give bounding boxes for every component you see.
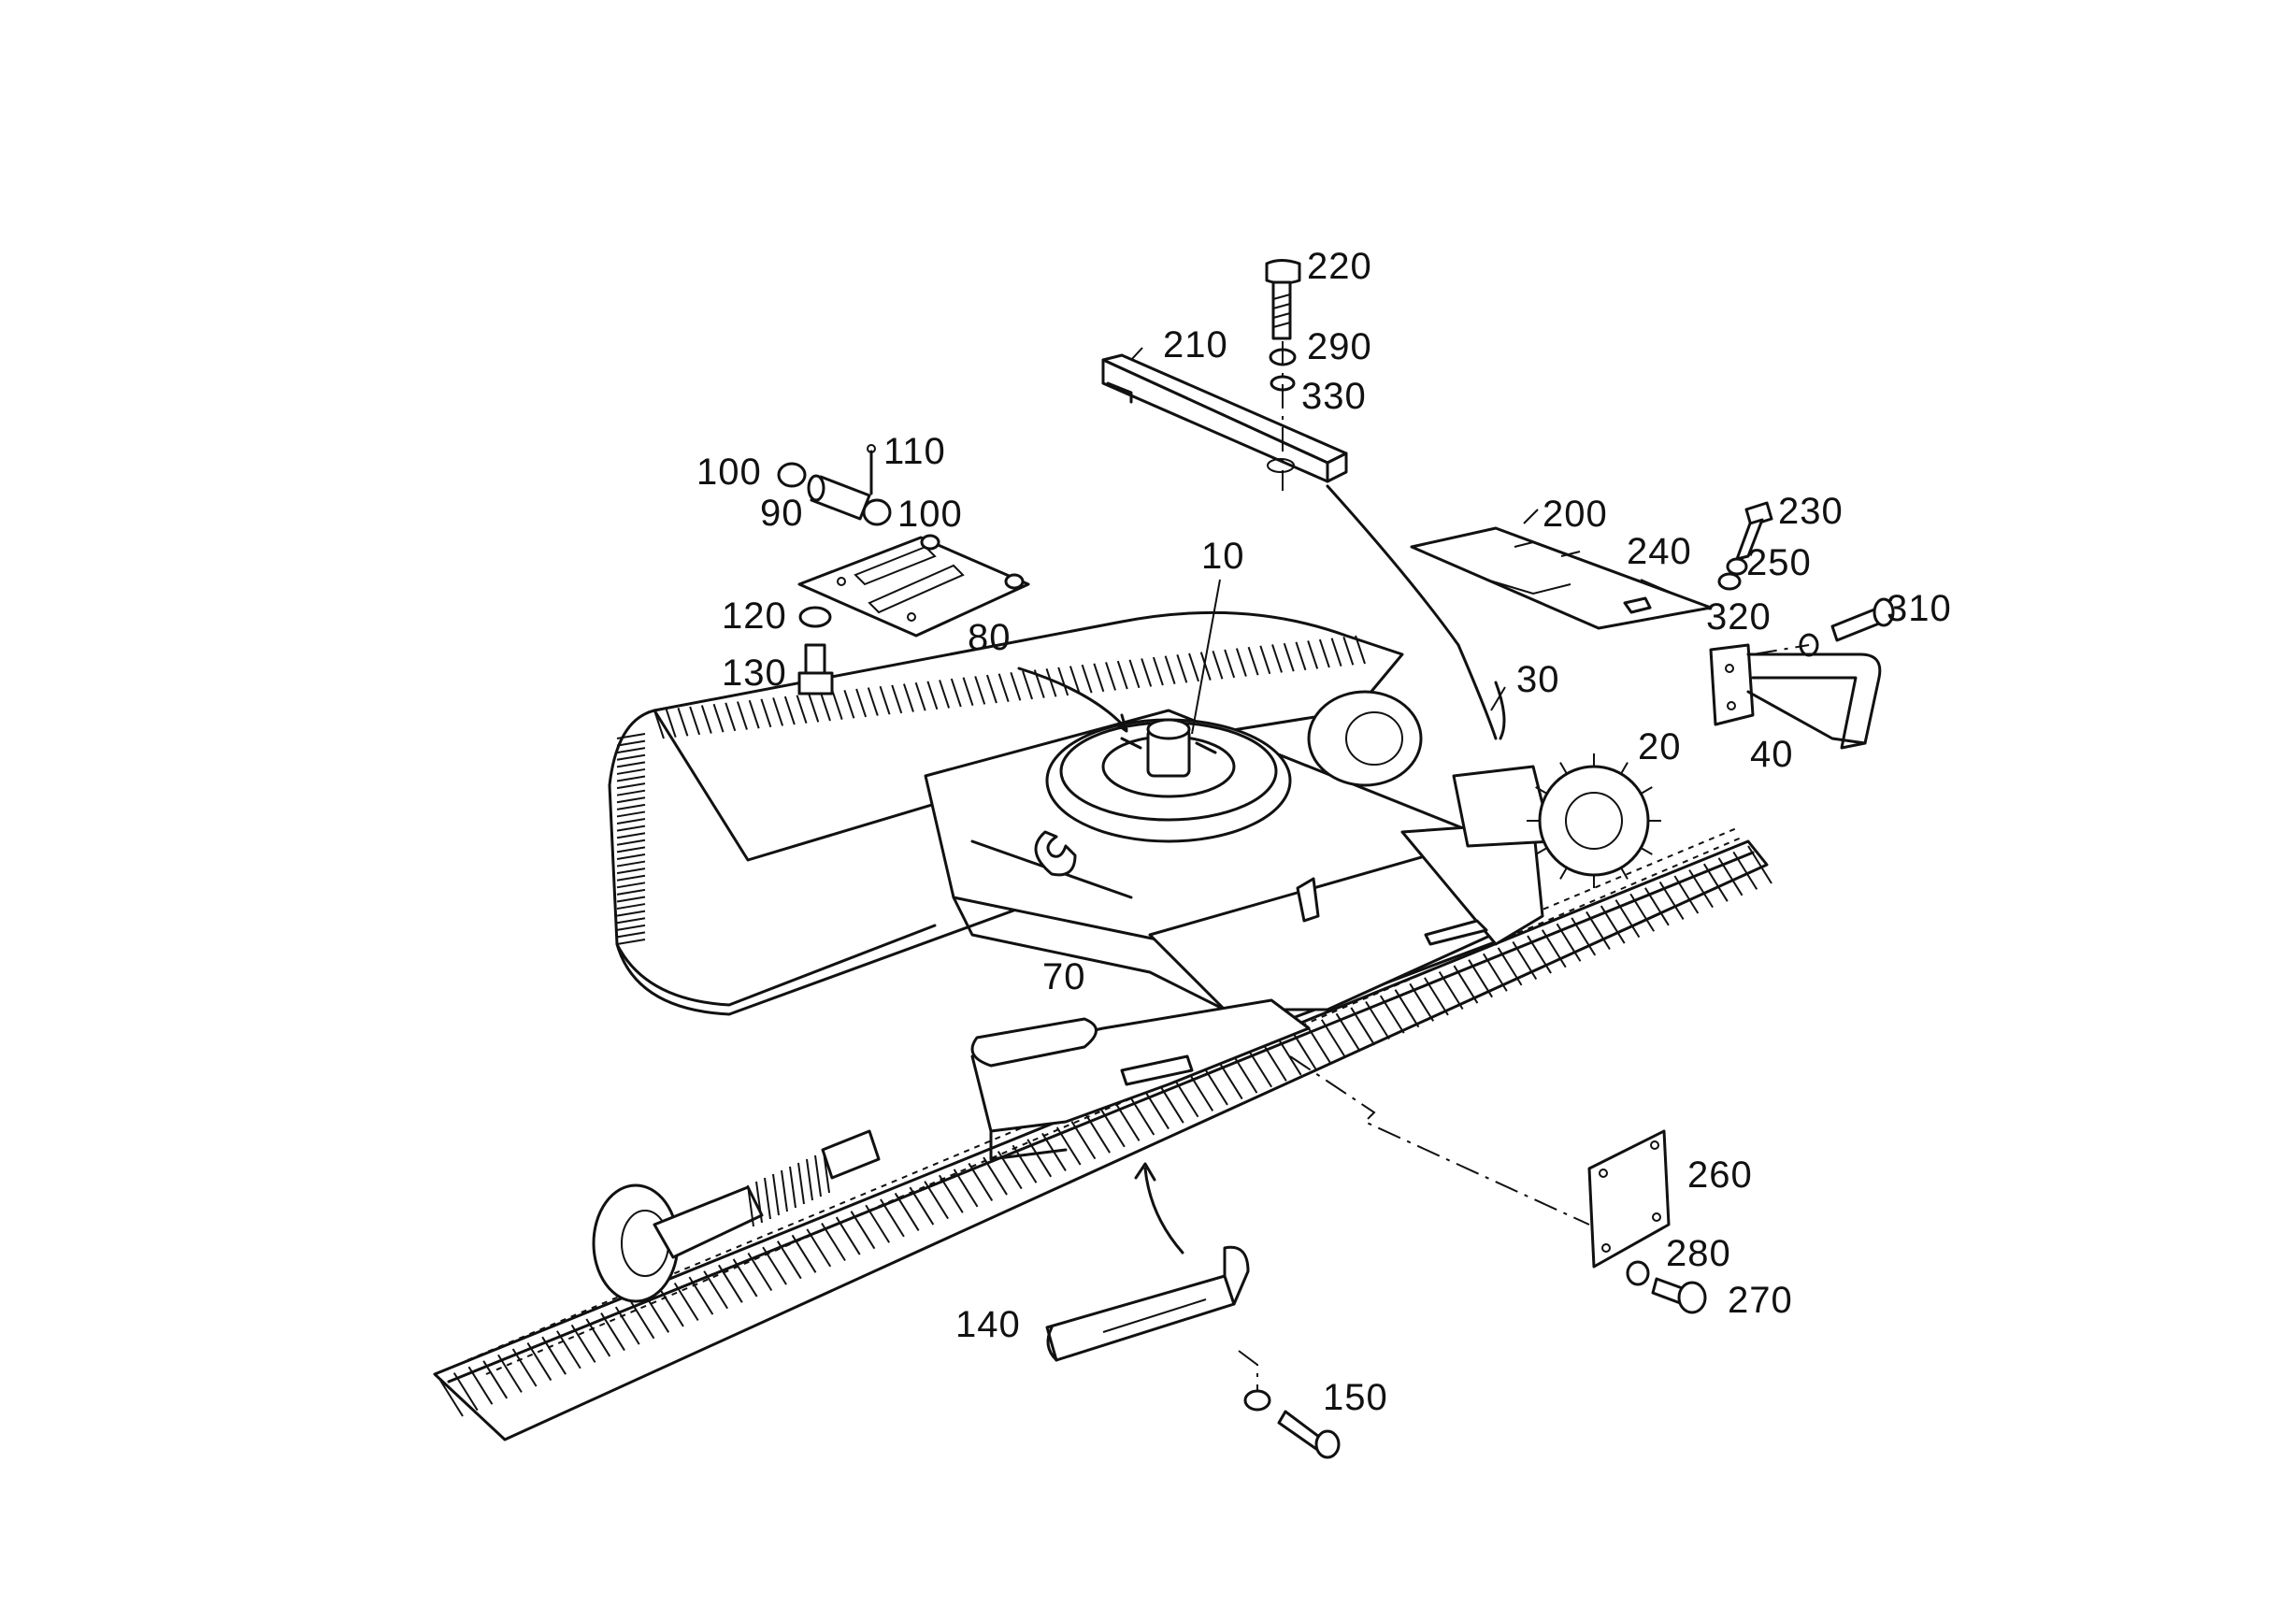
part-130-bolt	[797, 643, 834, 695]
label-120: 120	[722, 595, 787, 637]
part-100-washer-right	[862, 498, 892, 526]
label-220: 220	[1307, 246, 1372, 287]
label-150: 150	[1323, 1377, 1388, 1418]
label-140: 140	[955, 1304, 1021, 1345]
part-120-washer	[798, 606, 832, 628]
part-270-bolt	[1651, 1277, 1707, 1314]
rear-travel-motor	[1307, 690, 1423, 787]
label-260: 260	[1687, 1154, 1753, 1196]
part-90-pin	[807, 474, 871, 521]
part-200-cover-plate	[1410, 526, 1713, 630]
part-150-washer	[1243, 1389, 1271, 1412]
arrow-140-to-frame	[1143, 1167, 1184, 1255]
label-100-left: 100	[696, 452, 762, 493]
label-30: 30	[1516, 659, 1560, 700]
label-100-right: 100	[897, 494, 963, 535]
label-110: 110	[883, 431, 946, 472]
label-250: 250	[1746, 542, 1812, 583]
label-320: 320	[1706, 596, 1772, 638]
label-10: 10	[1201, 536, 1245, 577]
front-track	[433, 826, 1772, 1441]
arrow-30	[1494, 681, 1506, 740]
label-270: 270	[1728, 1280, 1793, 1321]
label-310: 310	[1887, 588, 1952, 629]
part-100-washer-left	[777, 462, 807, 488]
label-280: 280	[1666, 1233, 1731, 1274]
arrow-210-to-frame	[1326, 484, 1498, 740]
drive-sprocket	[1452, 753, 1661, 888]
label-290: 290	[1307, 326, 1372, 367]
label-240: 240	[1627, 531, 1692, 572]
part-230-bolt	[1735, 501, 1773, 561]
track-frame	[970, 998, 1311, 1161]
rear-track	[608, 610, 1404, 1016]
label-200: 200	[1543, 494, 1608, 535]
part-150-bolt	[1277, 1410, 1341, 1459]
part-140-guard	[1045, 1245, 1250, 1362]
label-70: 70	[1042, 956, 1086, 997]
part-240-washer	[1717, 572, 1742, 591]
part-40-handle-bracket	[1709, 643, 1882, 750]
frame-hook	[1034, 830, 1077, 877]
part-80-plate	[797, 534, 1030, 638]
leader-lines	[1130, 347, 1674, 735]
label-210: 210	[1163, 324, 1228, 366]
arrow-to-frame	[1017, 667, 1128, 731]
idler-and-tension-spring	[592, 1129, 881, 1303]
label-20: 20	[1638, 726, 1682, 767]
part-280-washer	[1626, 1260, 1650, 1286]
part-250-lockwasher	[1726, 557, 1748, 576]
label-90: 90	[760, 493, 804, 534]
part-210-crossbar	[1101, 353, 1348, 483]
label-330: 330	[1301, 376, 1367, 417]
label-80: 80	[968, 617, 1012, 658]
label-230: 230	[1778, 491, 1844, 532]
label-130: 130	[722, 652, 787, 694]
callout-labels: 220 210 290 330 110 100 90 100 200 230 1…	[696, 246, 1952, 1418]
label-40: 40	[1750, 734, 1794, 775]
undercarriage-assembly	[433, 484, 1772, 1441]
centerline-260	[1289, 1055, 1590, 1226]
part-260-access-plate	[1587, 1129, 1671, 1269]
part-310-bolt	[1830, 597, 1895, 642]
swing-ring	[1045, 718, 1292, 843]
part-220-bolt	[1265, 259, 1301, 340]
